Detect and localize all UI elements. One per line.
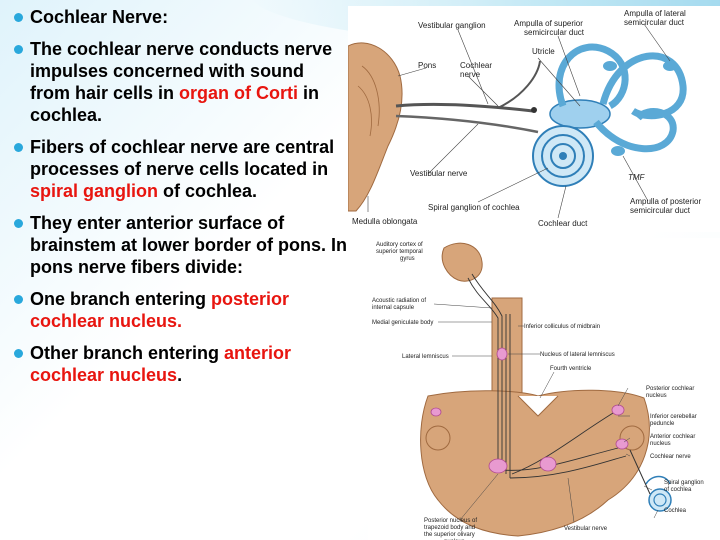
emphasis-text: anterior cochlear nucleus: [30, 343, 292, 385]
posterior-canal: [593, 108, 677, 153]
bullet-text: Fibers of cochlear nerve are central pro…: [30, 137, 335, 179]
label-lateral-lemniscus: Lateral lemniscus: [402, 354, 449, 360]
bullet-dot-icon: [14, 45, 23, 54]
cochlea-small: [645, 475, 672, 512]
label-pons: Pons: [418, 61, 436, 70]
bullet-text: in cochlea.: [30, 83, 320, 125]
cochlear-nerve-line: [395, 102, 534, 113]
cochlea-spiral: [532, 125, 594, 187]
bullet-text: of cochlea.: [158, 181, 258, 201]
label-medulla: Medulla oblongata: [352, 217, 418, 226]
label-tmf-mark: TMF: [628, 173, 646, 182]
bullet-item: The cochlear nerve conducts nerve impuls…: [12, 38, 348, 126]
label-fourth-ventricle: Fourth ventricle: [550, 366, 592, 372]
bullet-dot-icon: [14, 13, 23, 22]
bullet-item: Fibers of cochlear nerve are central pro…: [12, 136, 348, 202]
label-nucleus-lateral-lemniscus: Nucleus of lateral lemniscus: [540, 352, 615, 358]
label-utricle: Utricle: [532, 47, 555, 56]
bullet-text: Cochlear Nerve:: [30, 7, 169, 27]
bullet-item: Other branch entering anterior cochlear …: [12, 342, 348, 386]
label-spiral-ganglion: Spiral ganglion of cochlea: [428, 203, 520, 212]
utricle-shape: [549, 99, 611, 129]
bullet-text: They enter anterior surface of brainstem…: [30, 213, 348, 277]
label-cochlea: Cochlea: [664, 508, 687, 514]
bullet-text: The cochlear nerve conducts nerve impuls…: [30, 39, 333, 103]
bullet-text: .: [177, 365, 183, 385]
pons-shape: [347, 42, 403, 212]
label-cochlear-nerve-2: Cochlear nerve: [650, 454, 691, 460]
emphasis-text: posterior cochlear nucleus.: [30, 289, 290, 331]
label-medial-geniculate: Medial geniculate body: [372, 320, 433, 326]
bullet-item: Cochlear Nerve:: [12, 6, 348, 28]
bullet-text: Other branch entering: [30, 343, 225, 363]
bullet-dot-icon: [14, 295, 23, 304]
bullet-dot-icon: [14, 143, 23, 152]
label-vestibular-ganglion: Vestibular ganglion: [418, 21, 486, 30]
bullet-dot-icon: [14, 219, 23, 228]
emphasis-text: organ of Corti: [179, 83, 299, 103]
bullet-item: One branch entering posterior cochlear n…: [12, 288, 348, 332]
label-cochlear-duct: Cochlear duct: [538, 219, 588, 228]
label-vestibular-nerve-2: Vestibular nerve: [564, 526, 608, 532]
lateral-canal: [599, 52, 687, 120]
emphasis-text: spiral ganglion: [30, 181, 159, 201]
midbrain-column: [491, 297, 523, 395]
superior-canal: [555, 43, 629, 110]
label-vestibular-nerve: Vestibular nerve: [410, 169, 468, 178]
label-inferior-colliculus: Inferior colliculus of midbrain: [524, 324, 600, 330]
bullet-list: Cochlear Nerve: The cochlear nerve conduc…: [12, 6, 348, 396]
bullet-text: One branch entering: [30, 289, 212, 309]
bullet-item: They enter anterior surface of brainstem…: [12, 212, 348, 278]
auditory-cortex-shape: [441, 242, 483, 282]
bullet-dot-icon: [14, 349, 23, 358]
vestibular-nerve-line: [395, 114, 539, 134]
